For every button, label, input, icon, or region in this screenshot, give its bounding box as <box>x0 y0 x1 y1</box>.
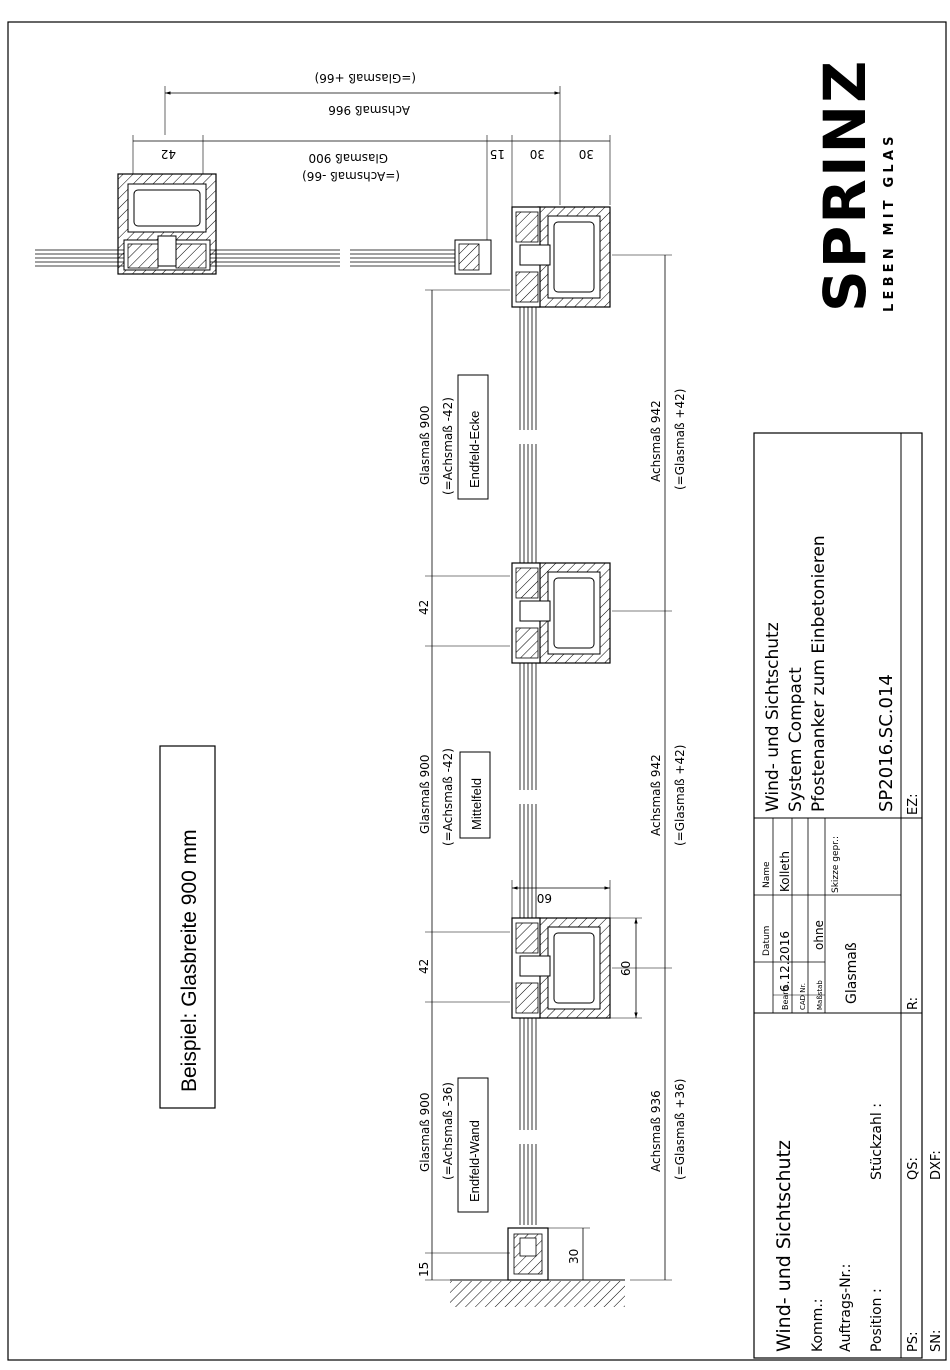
post-middle <box>511 562 611 664</box>
logo-tagline: LEBEN MIT GLAS <box>882 132 897 312</box>
top-achsmass: Achsmaß 966 <box>328 103 410 117</box>
tb-row-cad: CAD Nr. <box>799 983 807 1010</box>
example-label: Beispiel: Glasbreite 900 mm <box>178 829 201 1092</box>
wall-depth-label: 30 <box>567 1249 581 1264</box>
top-dim-15: 15 <box>490 147 505 161</box>
example-label-box: Beispiel: Glasbreite 900 mm <box>159 745 216 1109</box>
tb-col-datum: Datum <box>762 926 772 956</box>
post-lower <box>511 917 611 1019</box>
tb-dxf: DXF: <box>929 1150 944 1180</box>
tb-desc-3: Pfostenanker zum Einbetonieren <box>809 535 829 812</box>
svg-text:Glasmaß 900: Glasmaß 900 <box>418 405 432 485</box>
logo-brand: SPRINZ <box>811 59 879 312</box>
gap-b-label: 42 <box>417 959 431 974</box>
tb-ez: EZ: <box>906 794 921 816</box>
tb-qs: QS: <box>906 1157 921 1180</box>
field-endfeld-ecke: Glasmaß 900 (=Achsmaß -42) Endfeld-Ecke … <box>418 374 687 500</box>
tb-r: R: <box>906 997 921 1010</box>
post-depth-label: 60 <box>619 961 633 976</box>
svg-text:(=Achsmaß -42): (=Achsmaß -42) <box>441 748 455 846</box>
sheet-border <box>7 21 947 1361</box>
top-achsmass-note: (=Glasmaß +66) <box>315 71 416 85</box>
svg-text:(=Achsmaß -42): (=Achsmaß -42) <box>441 397 455 495</box>
ground-hatch <box>450 1281 625 1307</box>
post-width-label: 60 <box>537 891 552 905</box>
tb-stueckzahl: Stückzahl : <box>869 1103 885 1180</box>
svg-text:Glasmaß 900: Glasmaß 900 <box>418 754 432 834</box>
tb-sn: SN: <box>929 1330 944 1352</box>
svg-text:Achsmaß 936: Achsmaß 936 <box>649 1090 663 1172</box>
top-glasmass-note: (=Achsmaß -66) <box>302 169 400 183</box>
tb-skizze: Skizze gepr.: <box>831 836 841 893</box>
tb-massstab: ohne <box>812 920 826 950</box>
svg-text:(=Glasmaß +42): (=Glasmaß +42) <box>673 745 687 846</box>
sprinz-logo: SPRINZ LEBEN MIT GLAS <box>811 59 897 312</box>
tb-col-name: Name <box>762 861 772 888</box>
svg-text:Achsmaß 942: Achsmaß 942 <box>649 400 663 482</box>
tb-drawing-no: SP2016.SC.014 <box>876 674 897 812</box>
tb-desc-1: Wind- und Sichtschutz <box>763 622 783 812</box>
top-glasmass: Glasmaß 900 <box>308 151 388 165</box>
svg-text:Endfeld-Wand: Endfeld-Wand <box>467 1120 482 1202</box>
tb-bearb-date: 6.12.2016 <box>778 931 792 992</box>
svg-text:Endfeld-Ecke: Endfeld-Ecke <box>467 411 482 488</box>
tb-position: Position : <box>869 1288 885 1352</box>
svg-text:Achsmaß 942: Achsmaß 942 <box>649 754 663 836</box>
svg-text:(=Glasmaß +36): (=Glasmaß +36) <box>673 1079 687 1180</box>
svg-text:Glasmaß 900: Glasmaß 900 <box>418 1092 432 1172</box>
field-endfeld-wand: Glasmaß 900 (=Achsmaß -36) Endfeld-Wand … <box>418 1077 687 1213</box>
tb-project: Wind- und Sichtschutz <box>773 1140 795 1352</box>
tb-ps: PS: <box>906 1332 921 1352</box>
svg-text:Mittelfeld: Mittelfeld <box>469 778 484 830</box>
side-view: 42 42 15 60 60 30 Glasmaß 900 (=Achsmaß … <box>417 206 687 1307</box>
field-mittelfeld: Glasmaß 900 (=Achsmaß -42) Mittelfeld Ac… <box>418 745 687 846</box>
tb-row-bearb: Bearb. <box>781 984 790 1010</box>
tb-komm: Komm.: <box>810 1299 826 1353</box>
top-view: Achsmaß 966 (=Glasmaß +66) Glasmaß 900 (… <box>35 71 611 275</box>
title-block: Wind- und Sichtschutz Komm.: Auftrags-Nr… <box>753 432 944 1359</box>
wall-anchor <box>507 1227 549 1281</box>
svg-text:(=Glasmaß +42): (=Glasmaß +42) <box>673 389 687 490</box>
top-dim-42: 42 <box>161 147 176 161</box>
tb-desc-2: System Compact <box>786 667 806 812</box>
post-top <box>511 206 611 308</box>
wall-gap-label: 15 <box>417 1262 431 1277</box>
gap-a-label: 42 <box>417 600 431 615</box>
tb-auftrag: Auftrags-Nr.: <box>838 1264 854 1352</box>
tb-bearb-name: Kolleth <box>778 851 792 892</box>
top-dim-30a: 30 <box>530 147 545 161</box>
svg-text:(=Achsmaß -36): (=Achsmaß -36) <box>441 1082 455 1180</box>
top-dim-30b: 30 <box>579 147 594 161</box>
tb-glasmass: Glasmaß <box>844 942 860 1004</box>
tb-row-massstab: Maßstab <box>816 980 824 1010</box>
